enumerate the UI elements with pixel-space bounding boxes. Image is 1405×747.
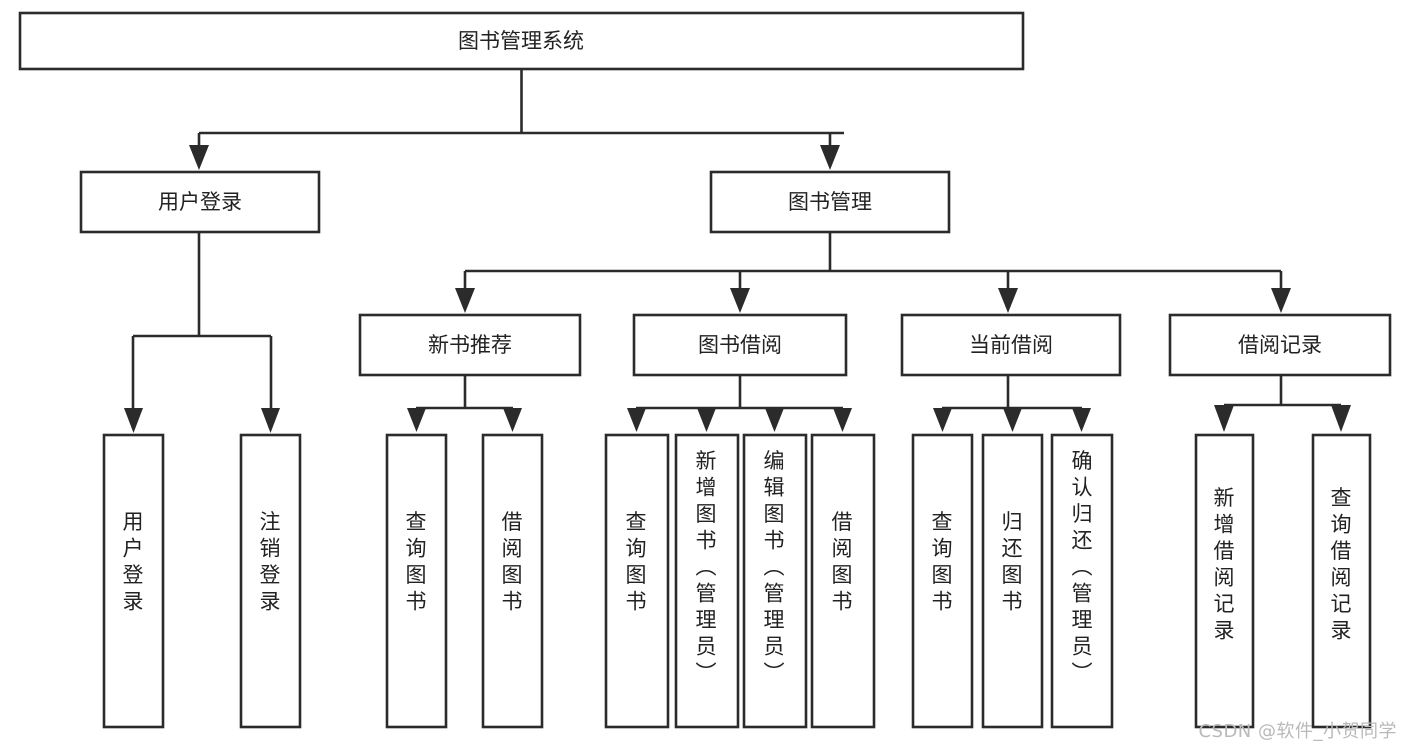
arrow-bookmgmt-to-borrow <box>730 288 750 313</box>
leaf-query-borrow-record-label: 查询借阅记录 <box>1331 486 1352 643</box>
node-user-login-label: 用户登录 <box>158 190 242 214</box>
leaf-return-books-label: 归还图书 <box>1002 510 1023 614</box>
leaf-logout[interactable]: 注销登录 <box>239 433 302 729</box>
leaf-add-book-admin[interactable]: 新增图书︵管理员︶ <box>674 433 740 729</box>
arrow-root-to-user-login <box>189 145 209 170</box>
node-current-borrow[interactable]: 当前借阅 <box>900 313 1122 377</box>
leaf-add-borrow-record-box[interactable] <box>1194 433 1255 729</box>
leaf-borrow-books-newbooks-box[interactable] <box>481 433 544 729</box>
connector-group-root <box>189 69 844 170</box>
node-current-borrow-box[interactable] <box>900 313 1122 377</box>
arrow-newbooks-leaf-1 <box>407 408 426 432</box>
arrow-borrowrecords-leaf-1 <box>1214 405 1234 432</box>
arrow-bookmgmt-to-records <box>1271 288 1291 313</box>
leaf-confirm-return-admin-box[interactable] <box>1050 433 1114 729</box>
arrow-bookborrow-leaf-2 <box>697 408 716 432</box>
leaf-edit-book-admin[interactable]: 编辑图书︵管理员︶ <box>742 433 808 729</box>
arrow-userlogin-leaf-2 <box>261 408 280 433</box>
leaf-logout-label: 注销登录 <box>260 510 281 614</box>
leaf-user-login-label: 用户登录 <box>123 510 144 614</box>
arrow-bookmgmt-to-new-books <box>455 288 475 313</box>
connector-group-book-borrow <box>627 375 852 432</box>
node-book-borrow-label: 图书借阅 <box>698 333 782 357</box>
leaf-edit-book-admin-label: 编辑图书︵管理员︶ <box>764 449 785 685</box>
node-borrow-records-box[interactable] <box>1168 313 1392 377</box>
leaf-logout-box[interactable] <box>239 433 302 729</box>
leaf-query-books-borrow[interactable]: 查询图书 <box>604 433 670 729</box>
arrow-newbooks-leaf-2 <box>503 408 522 432</box>
connector-group-book-mgmt <box>455 232 1291 313</box>
leaf-add-borrow-record[interactable]: 新增借阅记录 <box>1194 433 1255 729</box>
node-book-management[interactable]: 图书管理 <box>709 170 951 234</box>
leaf-add-book-admin-box[interactable] <box>674 433 740 729</box>
node-new-book-recommend-box[interactable] <box>358 313 582 377</box>
leaf-user-login-box[interactable] <box>102 433 165 729</box>
arrow-bookborrow-leaf-1 <box>627 408 646 432</box>
arrow-bookborrow-leaf-3 <box>765 408 784 432</box>
leaf-confirm-return-admin[interactable]: 确认归还︵管理员︶ <box>1050 433 1114 729</box>
leaf-query-borrow-record[interactable]: 查询借阅记录 <box>1311 433 1372 729</box>
leaf-query-books-current-box[interactable] <box>911 433 974 729</box>
leaf-query-books-newbooks[interactable]: 查询图书 <box>385 433 448 729</box>
leaf-borrow-books-borrow-box[interactable] <box>810 433 876 729</box>
leaf-query-books-current[interactable]: 查询图书 <box>911 433 974 729</box>
arrow-root-to-book-mgmt <box>820 145 840 170</box>
arrow-bookborrow-leaf-4 <box>833 408 852 432</box>
leaf-confirm-return-admin-label: 确认归还︵管理员︶ <box>1072 449 1093 685</box>
node-root-box[interactable] <box>18 11 1025 71</box>
arrow-userlogin-leaf-1 <box>124 408 143 433</box>
node-book-borrow-box[interactable] <box>632 313 848 377</box>
leaf-borrow-books-borrow-label: 借阅图书 <box>832 510 853 614</box>
leaf-query-books-current-label: 查询图书 <box>932 510 953 614</box>
node-new-book-recommend-label: 新书推荐 <box>428 333 512 357</box>
arrow-bookmgmt-to-current <box>998 288 1018 313</box>
arrow-borrowrecords-leaf-2 <box>1331 405 1351 432</box>
node-book-management-label: 图书管理 <box>788 190 872 214</box>
node-user-login-box[interactable] <box>79 170 321 234</box>
node-borrow-records-label: 借阅记录 <box>1238 333 1322 357</box>
node-new-book-recommend[interactable]: 新书推荐 <box>358 313 582 377</box>
node-book-borrow[interactable]: 图书借阅 <box>632 313 848 377</box>
leaf-query-books-borrow-box[interactable] <box>604 433 670 729</box>
leaf-query-books-borrow-label: 查询图书 <box>626 510 647 614</box>
leaf-query-books-newbooks-label: 查询图书 <box>406 510 427 614</box>
arrow-currentborrow-leaf-1 <box>933 408 952 432</box>
leaf-add-borrow-record-label: 新增借阅记录 <box>1214 486 1235 643</box>
leaf-borrow-books-newbooks[interactable]: 借阅图书 <box>481 433 544 729</box>
leaf-borrow-books-borrow[interactable]: 借阅图书 <box>810 433 876 729</box>
leaf-query-borrow-record-box[interactable] <box>1311 433 1372 729</box>
leaf-return-books[interactable]: 归还图书 <box>981 433 1044 729</box>
csdn-watermark: CSDN @软件_小贺同学 <box>1198 721 1397 742</box>
node-borrow-records[interactable]: 借阅记录 <box>1168 313 1392 377</box>
connector-group-user-login <box>124 232 280 433</box>
leaf-edit-book-admin-box[interactable] <box>742 433 808 729</box>
node-current-borrow-label: 当前借阅 <box>969 333 1053 357</box>
leaf-add-book-admin-label: 新增图书︵管理员︶ <box>696 449 717 685</box>
node-root-label: 图书管理系统 <box>458 29 584 53</box>
node-book-management-box[interactable] <box>709 170 951 234</box>
connector-group-new-books <box>407 375 522 432</box>
leaf-user-login[interactable]: 用户登录 <box>102 433 165 729</box>
connector-group-current-borrow <box>933 375 1091 432</box>
leaf-query-books-newbooks-box[interactable] <box>385 433 448 729</box>
leaf-return-books-box[interactable] <box>981 433 1044 729</box>
node-user-login[interactable]: 用户登录 <box>79 170 321 234</box>
arrow-currentborrow-leaf-3 <box>1072 408 1091 432</box>
leaf-borrow-books-newbooks-label: 借阅图书 <box>502 510 523 614</box>
connector-group-borrow-records <box>1214 375 1351 432</box>
node-root[interactable]: 图书管理系统 <box>18 11 1025 71</box>
arrow-currentborrow-leaf-2 <box>1003 408 1022 432</box>
